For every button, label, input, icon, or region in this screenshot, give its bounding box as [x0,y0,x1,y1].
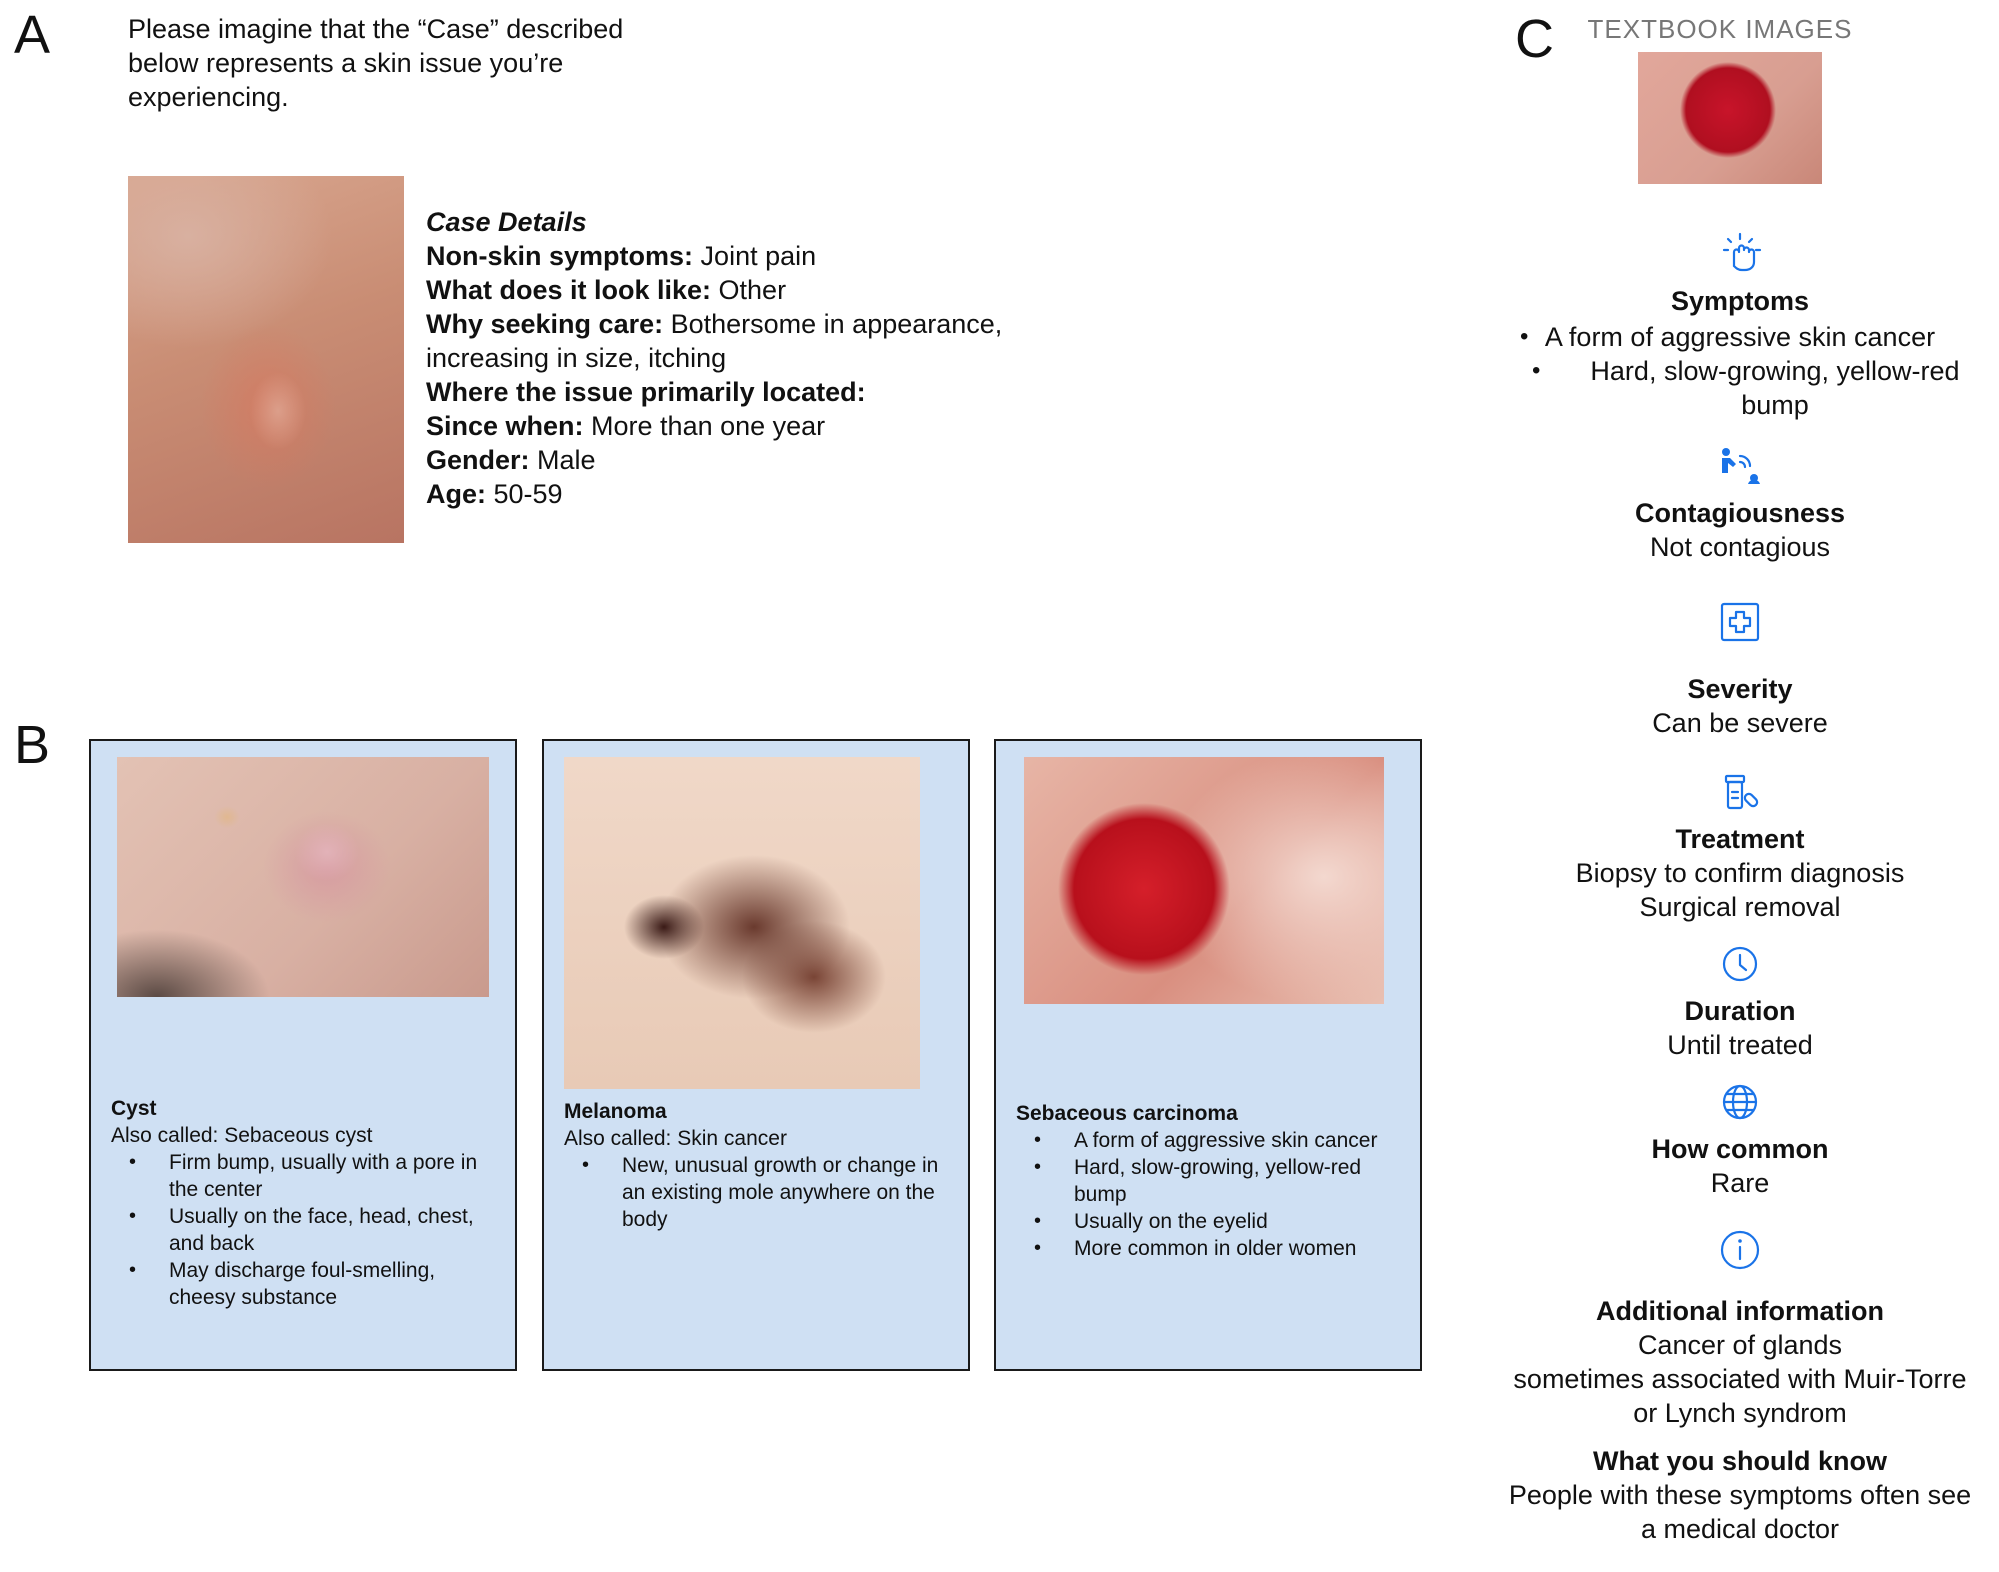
card-title: Sebaceous carcinoma [1016,1102,1238,1125]
hand-touch-icon [1722,232,1762,272]
contagiousness-value: Not contagious [1649,532,1831,562]
additional-line-3: or Lynch syndrom [1633,1398,1847,1428]
info-icon [1720,1230,1760,1270]
sebaceous-carcinoma-photo [1024,757,1384,1004]
textbook-images-title: TEXTBOOK IMAGES [1587,14,1853,44]
symptoms-list: A form of aggressive skin cancer Hard, s… [1480,320,1999,422]
textbook-photo[interactable] [1638,52,1822,184]
list-item: New, unusual growth or change in an exis… [582,1152,954,1233]
how-common-value: Rare [1710,1168,1770,1198]
transmission-icon [1722,448,1760,484]
clock-icon [1722,946,1758,982]
case-row-since-when: Since when: More than one year [426,411,826,441]
info-contagiousness: Contagiousness Not contagious [1480,442,1999,564]
what-you-should-know-line-1: People with these symptoms often see [1508,1480,1972,1510]
melanoma-description: Melanoma Also called: Skin cancer New, u… [564,1098,954,1233]
case-row-age: Age: 50-59 [426,479,563,509]
how-common-label: How common [1651,1134,1829,1164]
what-you-should-know-line-2: a medical doctor [1640,1514,1840,1544]
case-details-heading: Case Details [426,207,587,237]
card-bullet-list: Firm bump, usually with a pore in the ce… [111,1149,501,1311]
cyst-description: Cyst Also called: Sebaceous cyst Firm bu… [111,1095,501,1311]
card-bullet-list: New, unusual growth or change in an exis… [564,1152,954,1233]
info-duration: Duration Until treated [1480,940,1999,1062]
info-how-common: How common Rare [1480,1078,1999,1200]
sebaceous-carcinoma-description: Sebaceous carcinoma A form of aggressive… [1016,1100,1406,1262]
list-item: Hard, slow-growing, yellow-red bump [1480,354,1999,422]
condition-card-melanoma[interactable]: Melanoma Also called: Skin cancer New, u… [542,739,970,1371]
info-symptoms: Symptoms A form of aggressive skin cance… [1480,230,1999,422]
melanoma-photo [564,757,920,1089]
severity-value: Can be severe [1652,708,1828,738]
case-row-gender: Gender: Male [426,445,596,475]
case-row-location: Where the issue primarily located: [426,377,866,407]
duration-label: Duration [1684,996,1796,1026]
list-item: A form of aggressive skin cancer [1480,320,1999,354]
what-you-should-know-label: What you should know [1593,1446,1887,1476]
treatment-line-2: Surgical removal [1639,892,1841,922]
panel-label-b: B [14,715,51,775]
additional-line-2: sometimes associated with Muir-Torre [1513,1364,1967,1394]
case-row-why-seeking-care: Why seeking care: Bothersome in appearan… [426,309,1003,373]
panel-label-a: A [14,5,51,65]
medical-cross-icon [1720,602,1760,642]
medication-icon [1724,774,1759,810]
condition-card-cyst[interactable]: Cyst Also called: Sebaceous cyst Firm bu… [89,739,517,1371]
card-also-called: Also called: Skin cancer [564,1127,787,1150]
card-bullet-list: A form of aggressive skin cancer Hard, s… [1016,1127,1406,1262]
condition-card-sebaceous-carcinoma[interactable]: Sebaceous carcinoma A form of aggressive… [994,739,1422,1371]
symptoms-label: Symptoms [1670,286,1810,316]
additional-line-1: Cancer of glands [1637,1330,1843,1360]
treatment-label: Treatment [1675,824,1805,854]
info-what-you-should-know: What you should know People with these s… [1480,1444,1999,1546]
list-item: Usually on the face, head, chest, and ba… [129,1203,501,1257]
case-row-non-skin-symptoms: Non-skin symptoms: Joint pain [426,241,817,271]
info-treatment: Treatment Biopsy to confirm diagnosis Su… [1480,768,1999,924]
treatment-line-1: Biopsy to confirm diagnosis [1575,858,1905,888]
list-item: Hard, slow-growing, yellow-red bump [1034,1154,1406,1208]
case-intro-text: Please imagine that the “Case” described… [128,14,624,112]
card-also-called: Also called: Sebaceous cyst [111,1124,373,1147]
panel-label-c: C [1515,9,1554,69]
info-additional-information: Additional information Cancer of glands … [1480,1226,1999,1430]
case-photo [128,176,404,543]
list-item: Usually on the eyelid [1034,1208,1406,1235]
list-item: More common in older women [1034,1235,1406,1262]
case-details: Case Details Non-skin symptoms: Joint pa… [426,205,1086,511]
list-item: May discharge foul-smelling, cheesy subs… [129,1257,501,1311]
additional-information-label: Additional information [1596,1296,1884,1326]
severity-label: Severity [1687,674,1793,704]
contagiousness-label: Contagiousness [1634,498,1846,528]
case-row-appearance: What does it look like: Other [426,275,787,305]
globe-icon [1722,1084,1758,1120]
card-title: Cyst [111,1097,157,1120]
list-item: A form of aggressive skin cancer [1034,1127,1406,1154]
info-severity: Severity Can be severe [1480,598,1999,740]
card-title: Melanoma [564,1100,667,1123]
cyst-photo [117,757,489,997]
duration-value: Until treated [1667,1030,1813,1060]
list-item: Firm bump, usually with a pore in the ce… [129,1149,501,1203]
